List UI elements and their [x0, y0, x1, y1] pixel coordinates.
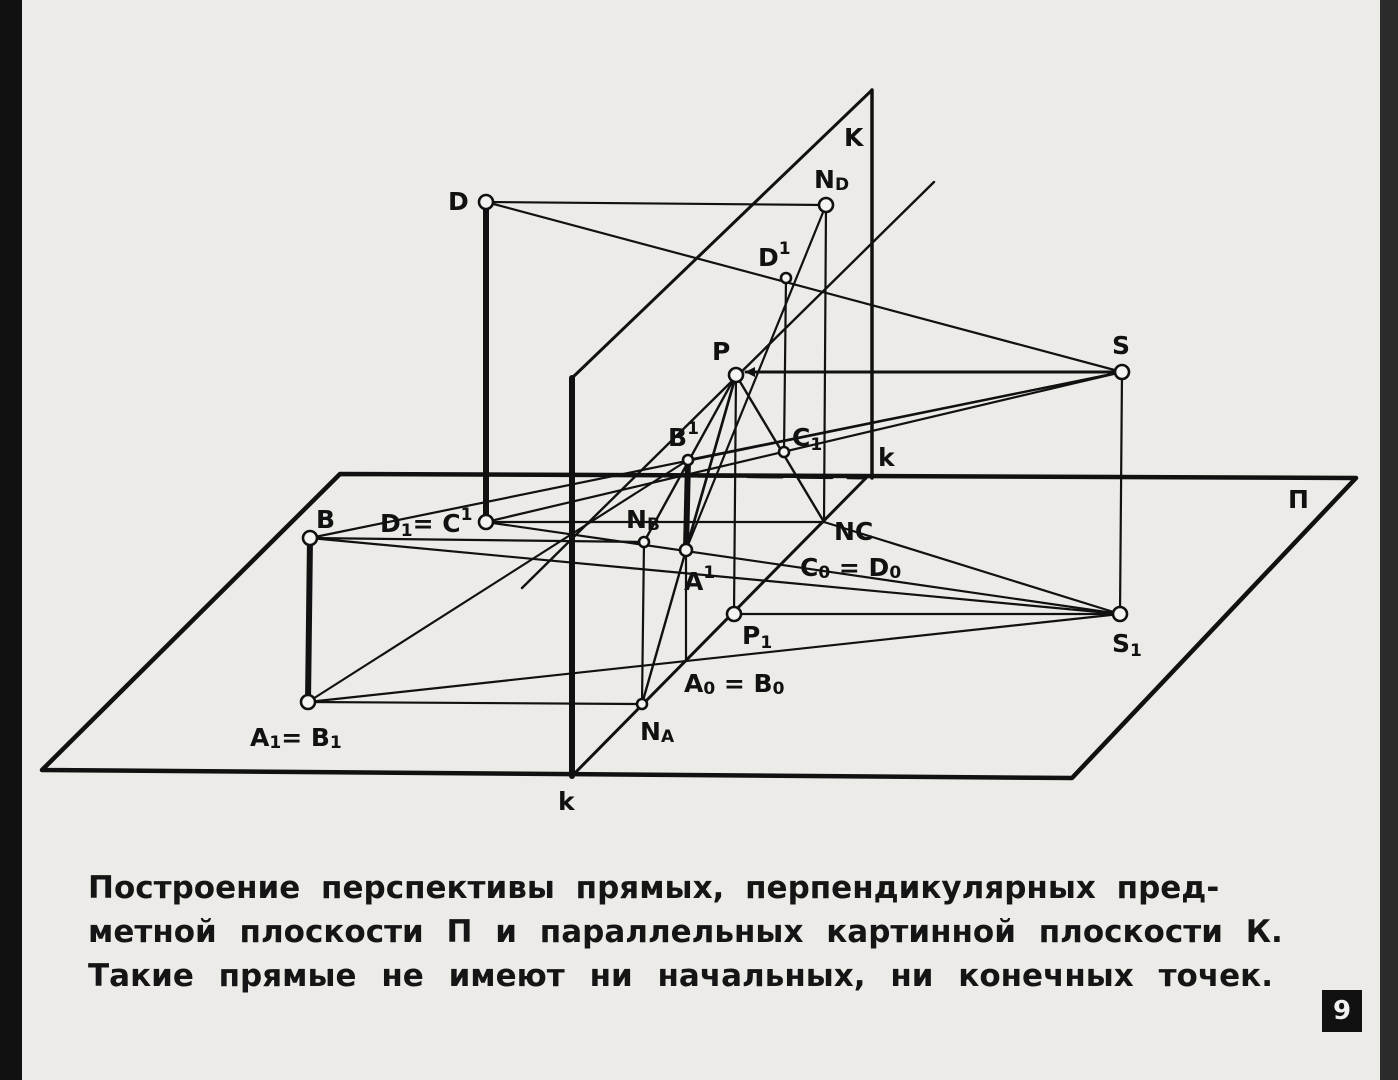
line-B-S [308, 370, 1124, 540]
line-A1-B1persp [306, 458, 690, 704]
point-B [301, 529, 319, 547]
point-ND [817, 196, 835, 214]
label-B: B [316, 505, 335, 534]
line-A1-NA [306, 700, 644, 706]
line-C1-S1 [484, 520, 1122, 616]
label-NC: NC [834, 517, 873, 546]
line-NC-S1 [822, 520, 1122, 616]
label-P1: P1 [742, 621, 772, 653]
point-A1-sup [678, 542, 694, 558]
point-D [477, 193, 495, 211]
label-D1-eq-C1: D1= C1 [380, 505, 472, 541]
line-NB-NA [640, 540, 646, 706]
label-D: D [448, 187, 469, 216]
point-D1-sup [779, 271, 793, 285]
point-C1 [777, 445, 791, 459]
line-ND-NC [822, 203, 828, 524]
label-B1-sup: B1 [668, 419, 699, 452]
picture-plane-edge-top [570, 88, 874, 380]
label-NA: NA [640, 717, 675, 747]
line-D-ND [484, 200, 828, 207]
label-C1: C1 [792, 423, 822, 455]
label-P: P [712, 337, 730, 366]
label-ND: ND [814, 165, 849, 195]
label-NB: NB [626, 505, 660, 535]
line-S-S1 [1118, 370, 1124, 616]
film-frame-right [1380, 0, 1398, 1080]
label-A1-sup: A1 [684, 563, 715, 596]
line-B-A1 [305, 535, 313, 705]
point-A1-B1 [299, 693, 317, 711]
line-D-S [484, 200, 1124, 374]
line-P-P1 [732, 373, 738, 616]
caption: Построение перспективы прямых, перпендик… [88, 866, 1288, 998]
line-ND-A1 [684, 203, 828, 552]
point-NA [635, 697, 649, 711]
label-K: K [844, 123, 865, 152]
caption-line-3: Такие прямые не имеют ни начальных, ни к… [88, 958, 1273, 994]
point-S [1113, 363, 1131, 381]
label-k-top: k [878, 443, 896, 472]
diagonal-line [520, 180, 936, 590]
film-frame-left [0, 0, 22, 1080]
point-S1 [1111, 605, 1129, 623]
line-C1-S [484, 370, 1124, 524]
label-C0-eq-D0: C0 = D0 [800, 553, 901, 583]
point-B1-sup [681, 453, 695, 467]
line-B-NB [308, 536, 646, 544]
slide [22, 0, 1398, 1080]
object-plane-pi [39, 471, 1359, 781]
label-k-bottom: k [558, 787, 576, 816]
label-A1-eq-B1: A1= B1 [250, 723, 342, 753]
point-P [727, 366, 745, 384]
point-D1-C1 [477, 513, 495, 531]
label-S1: S1 [1112, 629, 1142, 661]
label-Pi: П [1288, 485, 1309, 514]
ground-line-k [570, 476, 868, 778]
line-P-NA [640, 373, 738, 706]
line-D1-C1 [782, 276, 788, 454]
label-S: S [1112, 331, 1130, 360]
line-B-S1 [308, 536, 1122, 616]
ground-line-k-dashed [596, 473, 868, 480]
label-A0-eq-B0: A0 = B0 [684, 669, 785, 699]
point-P1 [725, 605, 743, 623]
label-D1-sup: D1 [758, 239, 791, 272]
point-NB [637, 535, 651, 549]
page-number-badge: 9 [1322, 990, 1362, 1032]
line-A1-S1 [306, 612, 1122, 704]
caption-line-2: метной плоскости П и параллельных картин… [88, 914, 1283, 950]
caption-line-1: Построение перспективы прямых, перпендик… [88, 870, 1220, 906]
